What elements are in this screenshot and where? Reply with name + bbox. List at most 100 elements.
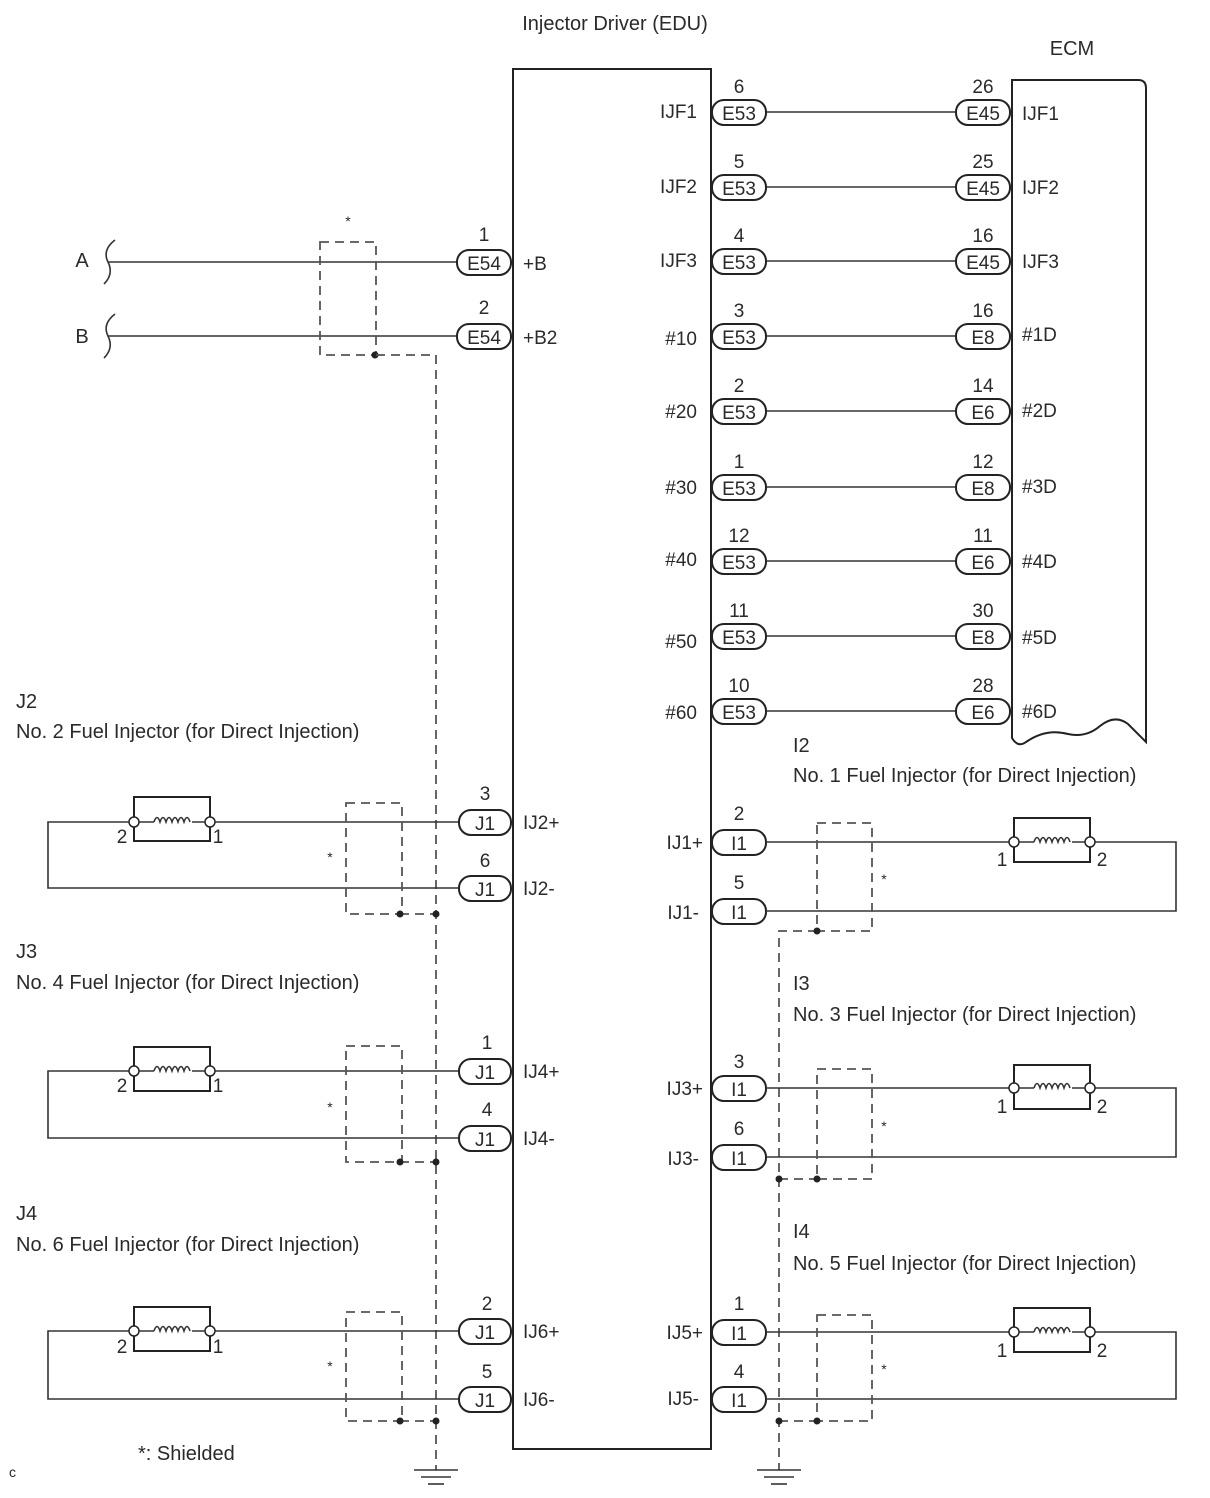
- connector-label: E53: [722, 104, 756, 125]
- injector-j3: J3 No. 4 Fuel Injector (for Direct Injec…: [16, 941, 559, 1166]
- connector-label: E53: [722, 179, 756, 200]
- pin-number: 2: [734, 804, 745, 825]
- edu-power-terminals: E54 1 +B E54 2 +B2: [456, 225, 557, 350]
- edu-box: [512, 68, 712, 1450]
- terminal-label: IJ5+: [667, 1323, 703, 1344]
- terminal-label: #6D: [1022, 702, 1057, 723]
- connector-e6-2d: [955, 398, 1011, 425]
- connector-label: E45: [966, 253, 1000, 274]
- terminal-label: IJ4-: [523, 1129, 555, 1150]
- terminal-label: IJ6-: [523, 1390, 555, 1411]
- injector-code: J4: [16, 1203, 37, 1225]
- connector-label: I1: [731, 1080, 747, 1101]
- coil-icon: [1033, 1082, 1071, 1091]
- injector-i2: I2 No. 1 Fuel Injector (for Direct Injec…: [667, 735, 1177, 935]
- connector-j1-ij2plus: [458, 809, 512, 836]
- pin-number: 4: [734, 1362, 745, 1383]
- pin-number: 12: [728, 526, 749, 547]
- connector-j1-ij4plus: [458, 1058, 512, 1085]
- connector-label: E6: [971, 553, 994, 574]
- terminal-label: #30: [665, 478, 697, 499]
- injector-code: I2: [793, 735, 810, 757]
- pin-number: 26: [972, 77, 993, 98]
- connector-label: I1: [731, 903, 747, 924]
- pin-number: 1: [213, 827, 224, 848]
- connector-e53-ijf2: [711, 174, 767, 201]
- terminal-label: IJ1+: [667, 833, 703, 854]
- shield-outline: [816, 822, 873, 932]
- connector-j1-ij6minus: [458, 1386, 512, 1413]
- connector-label: E8: [971, 628, 994, 649]
- injector-name: No. 6 Fuel Injector (for Direct Injectio…: [16, 1234, 359, 1256]
- ecm-terminals: E45 26 IJF1 E45 25 IJF2 E45 16 IJF3 E8 1…: [955, 77, 1059, 725]
- pin-number: 14: [972, 376, 994, 397]
- connector-e53-10: [711, 323, 767, 350]
- terminal-label: IJ4+: [523, 1062, 559, 1083]
- connector-label: E45: [966, 104, 1000, 125]
- pin-number: 5: [482, 1362, 493, 1383]
- connector-j1-ij4minus: [458, 1125, 512, 1152]
- pin-number: 2: [1097, 1097, 1108, 1118]
- connector-label: J1: [475, 880, 495, 901]
- terminal-label: IJ6+: [523, 1322, 559, 1343]
- shield-outline: [816, 1068, 873, 1180]
- injector-code: I4: [793, 1221, 810, 1243]
- pin-number: 16: [972, 226, 993, 247]
- injector-code: I3: [793, 973, 810, 995]
- connector-label: E54: [467, 254, 501, 275]
- coil-icon: [1033, 1326, 1071, 1335]
- pin-number: 3: [734, 301, 745, 322]
- junction-dot: [371, 351, 379, 359]
- connector-label: I1: [731, 1324, 747, 1345]
- connector-e6-6d: [955, 698, 1011, 725]
- edu-ecm-wires: [766, 111, 956, 712]
- ecm-title: ECM: [1050, 38, 1094, 60]
- injector-name: No. 2 Fuel Injector (for Direct Injectio…: [16, 721, 359, 743]
- pin-number: 5: [734, 873, 745, 894]
- pin-number: 3: [480, 784, 491, 805]
- ground-icon: [757, 1469, 801, 1485]
- connector-label: E45: [966, 179, 1000, 200]
- shield-marker: *: [327, 849, 333, 865]
- pin-number: 28: [972, 676, 993, 697]
- terminal-label: #60: [665, 703, 697, 724]
- connector-e45-ijf2: [955, 174, 1011, 201]
- corner-mark: c: [9, 1464, 16, 1480]
- connector-label: E8: [971, 328, 994, 349]
- coil-icon: [153, 1065, 191, 1074]
- connector-label: E6: [971, 403, 994, 424]
- shield-marker: *: [327, 1099, 333, 1115]
- connector-label: E53: [722, 328, 756, 349]
- terminal-label: +B: [523, 254, 547, 275]
- shield-outline: [816, 1314, 873, 1422]
- connector-e8-3d: [955, 474, 1011, 501]
- power-inputs: A B *: [75, 213, 457, 359]
- terminal-label: IJF1: [1022, 104, 1059, 125]
- injector-j4: J4 No. 6 Fuel Injector (for Direct Injec…: [16, 1203, 559, 1425]
- pin-number: 1: [734, 1294, 745, 1315]
- connector-label: I1: [731, 834, 747, 855]
- connector-label: J1: [475, 1130, 495, 1151]
- pin-number: 2: [479, 298, 490, 319]
- edu-right-terminals: E53 6 IJF1 E53 5 IJF2 E53 4 IJF3 E53 3 #…: [660, 77, 767, 725]
- pin-number: 2: [1097, 1341, 1108, 1362]
- terminal-label: #20: [665, 402, 697, 423]
- coil-icon: [153, 816, 191, 825]
- terminal-label: IJF2: [1022, 178, 1059, 199]
- injector-body: [1013, 1307, 1091, 1353]
- connector-label: E53: [722, 479, 756, 500]
- connector-e53-20: [711, 398, 767, 425]
- pin-number: 1: [734, 452, 745, 473]
- terminal-label: #3D: [1022, 477, 1057, 498]
- pin-number: 10: [728, 676, 749, 697]
- connector-label: I1: [731, 1391, 747, 1412]
- shield-marker: *: [881, 1361, 887, 1377]
- connector-e8-5d: [955, 623, 1011, 650]
- terminal-label: +B2: [523, 328, 557, 349]
- connector-e53-50: [711, 623, 767, 650]
- connector-e45-ijf3: [955, 248, 1011, 275]
- connector-e53-ijf3: [711, 248, 767, 275]
- pin-number: 2: [117, 827, 128, 848]
- injector-name: No. 5 Fuel Injector (for Direct Injectio…: [793, 1253, 1136, 1275]
- pin-number: 1: [997, 850, 1008, 871]
